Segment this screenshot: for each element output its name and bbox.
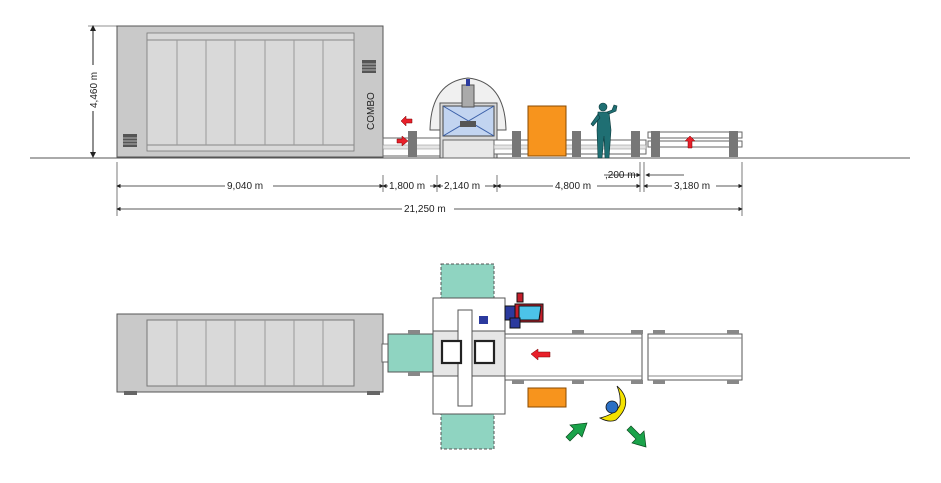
segment-label: 1,800 m bbox=[389, 181, 425, 192]
control-unit-icon bbox=[504, 292, 544, 329]
gap-label: ,200 m bbox=[605, 170, 636, 181]
orange-cabinet-top bbox=[527, 387, 567, 408]
washer-unit-top bbox=[432, 297, 506, 415]
total-label: 21,250 m bbox=[404, 204, 446, 215]
combo-label: COMBO bbox=[366, 92, 377, 130]
segment-dimensions: 9,040 m 1,800 m 2,140 m 4,800 m 3,180 m … bbox=[116, 162, 743, 216]
arrow-left-icon bbox=[400, 115, 413, 127]
segment-label: 2,140 m bbox=[444, 181, 480, 192]
outfeed-table-top bbox=[647, 330, 743, 384]
top-view bbox=[116, 263, 743, 450]
teal-block-bottom bbox=[440, 413, 495, 450]
side-view: COMBO bbox=[30, 25, 910, 216]
teal-block-top bbox=[440, 263, 495, 300]
combo-machine-side: COMBO bbox=[116, 25, 384, 158]
combo-machine-top bbox=[116, 313, 389, 395]
teal-infeed bbox=[387, 333, 439, 373]
vent-grill-icon bbox=[123, 134, 137, 147]
conveyor-post bbox=[408, 131, 417, 157]
washer-unit-side bbox=[429, 77, 507, 159]
vent-grill-icon bbox=[362, 60, 376, 73]
outfeed-table-side bbox=[647, 131, 743, 157]
arrow-right-icon bbox=[396, 135, 409, 147]
arrow-up-icon bbox=[684, 135, 696, 149]
height-label: 4,460 m bbox=[89, 72, 100, 108]
conveyor-post bbox=[631, 131, 640, 157]
conveyor-post bbox=[512, 131, 521, 157]
arrow-left-icon bbox=[530, 348, 551, 361]
segment-label: 4,800 m bbox=[555, 181, 591, 192]
arrow-green-icon bbox=[626, 425, 647, 448]
segment-label: 3,180 m bbox=[674, 181, 710, 192]
orange-cabinet bbox=[527, 105, 567, 157]
operator-icon bbox=[590, 102, 618, 159]
segment-label: 9,040 m bbox=[227, 181, 263, 192]
conveyor-post bbox=[572, 131, 581, 157]
arrow-green-icon bbox=[565, 422, 588, 442]
height-dimension: 4,460 m bbox=[88, 25, 117, 158]
conveyor-top bbox=[504, 330, 643, 384]
operator-topview-icon bbox=[598, 385, 627, 422]
